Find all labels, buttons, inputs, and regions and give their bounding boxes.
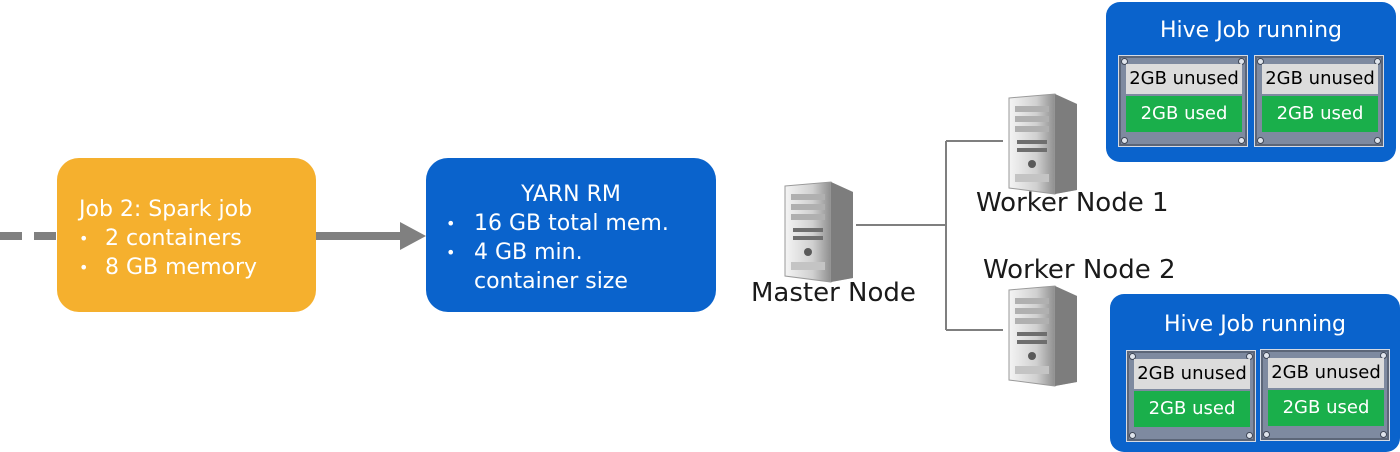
worker1-server-icon: [1003, 92, 1079, 196]
rm-bullet-text: 4 GB min.: [474, 240, 583, 265]
worker1-node-label: Worker Node 1: [976, 188, 1169, 218]
container-block: 2GB unused 2GB used: [1118, 55, 1248, 147]
job-bullet-item: • 8 GB memory: [79, 253, 316, 282]
yarn-rm-box: YARN RM • 16 GB total mem. • 4 GB min. c…: [426, 158, 716, 312]
used-memory-label: 2GB used: [1262, 96, 1378, 132]
corner-pin: [1121, 137, 1128, 144]
corner-pin: [1238, 137, 1245, 144]
hive-job-panel-top: Hive Job running 2GB unused 2GB used 2GB…: [1106, 2, 1396, 162]
hive-job-title: Hive Job running: [1163, 312, 1346, 337]
unused-memory-label: 2GB unused: [1268, 358, 1384, 388]
container-block: 2GB unused 2GB used: [1254, 55, 1384, 147]
container-block: 2GB unused 2GB used: [1260, 349, 1390, 441]
corner-pin: [1263, 431, 1270, 438]
rm-title: YARN RM: [521, 182, 621, 207]
bullet-dot: •: [79, 258, 89, 277]
job-bullet-text: 2 containers: [105, 226, 242, 251]
corner-pin: [1263, 352, 1270, 359]
worker2-node-label: Worker Node 2: [983, 255, 1176, 285]
corner-pin: [1257, 137, 1264, 144]
hive-job-title: Hive Job running: [1159, 18, 1342, 43]
spark-job-box: Job 2: Spark job • 2 containers • 8 GB m…: [57, 158, 316, 312]
unused-memory-label: 2GB unused: [1134, 359, 1250, 389]
rm-bullet-item: • 4 GB min.: [446, 238, 716, 267]
used-memory-label: 2GB used: [1268, 390, 1384, 426]
hive-job-panel-bottom: Hive Job running 2GB unused 2GB used 2GB…: [1110, 294, 1400, 452]
rm-bullet-item: • 16 GB total mem.: [446, 209, 716, 238]
bullet-dot: •: [446, 214, 456, 233]
job-bullet-text: 8 GB memory: [105, 255, 258, 280]
rm-bullet-text: 16 GB total mem.: [474, 211, 669, 236]
unused-memory-label: 2GB unused: [1126, 64, 1242, 94]
master-node-label: Master Node: [751, 278, 916, 308]
job-bullet-item: • 2 containers: [79, 224, 316, 253]
container-block: 2GB unused 2GB used: [1126, 350, 1256, 442]
corner-pin: [1380, 431, 1387, 438]
corner-pin: [1129, 353, 1136, 360]
unused-memory-label: 2GB unused: [1262, 64, 1378, 94]
server-icon: [784, 181, 853, 283]
used-memory-label: 2GB used: [1126, 96, 1242, 132]
used-memory-label: 2GB used: [1134, 391, 1250, 427]
corner-pin: [1374, 137, 1381, 144]
corner-pin: [1257, 58, 1264, 65]
rm-bullet-continuation: container size: [474, 269, 628, 294]
job-title: Job 2: Spark job: [79, 197, 253, 222]
job-to-rm-arrowhead: [400, 222, 426, 250]
corner-pin: [1121, 58, 1128, 65]
worker2-server-icon: [1003, 284, 1079, 388]
server-icon: [1008, 93, 1077, 195]
bullet-dot: •: [79, 229, 89, 248]
master-server-icon: [779, 180, 855, 284]
server-icon: [1008, 285, 1077, 387]
corner-pin: [1246, 432, 1253, 439]
corner-pin: [1129, 432, 1136, 439]
bullet-dot: •: [446, 243, 456, 262]
